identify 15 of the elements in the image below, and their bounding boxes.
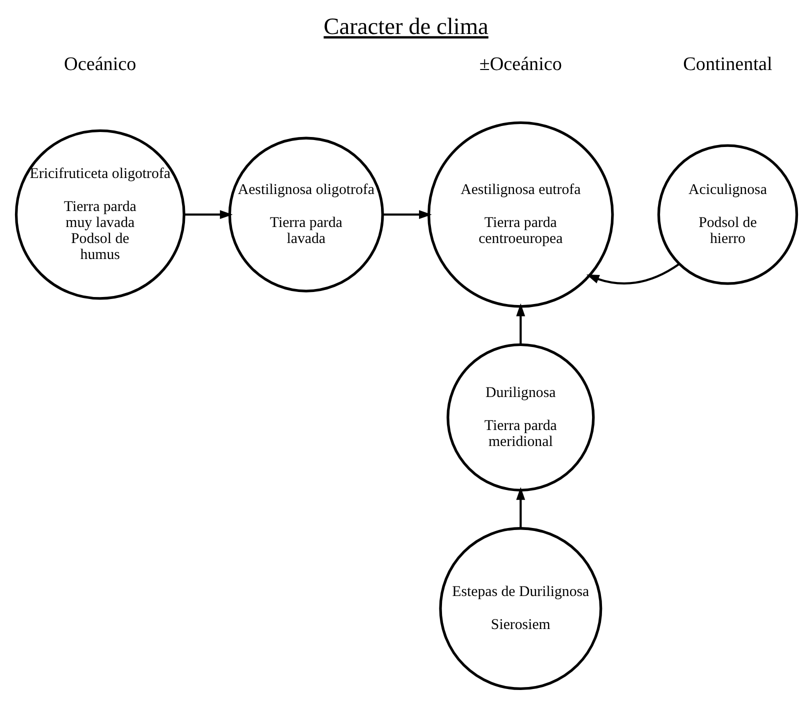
arrow [382,210,432,220]
label: Oceánico [64,54,136,76]
node-circle: Estepas de Durilignosa Sierosiem [438,527,602,690]
node-circle: Aciculignosa Podsol de hierro [656,144,798,285]
arrow [184,210,232,220]
diagram-title: Caracter de clima [323,14,488,40]
arrow [516,487,525,528]
node-circle: Ericifruticeta oligotrofa Tierra parda muy lavada Podsol de humus [14,129,185,300]
label: ±Oceánico [478,54,562,76]
label: Continental [682,54,772,76]
node-circle: Aestilignosa oligotrofa Tierra parda lavada [228,136,384,292]
node-circle: Aestilignosa eutrofa Tierra parda centroeuropea [426,121,614,308]
arrow [516,303,525,344]
node-circle: Durilignosa Tierra parda meridional [446,343,594,492]
arrow [586,263,680,284]
